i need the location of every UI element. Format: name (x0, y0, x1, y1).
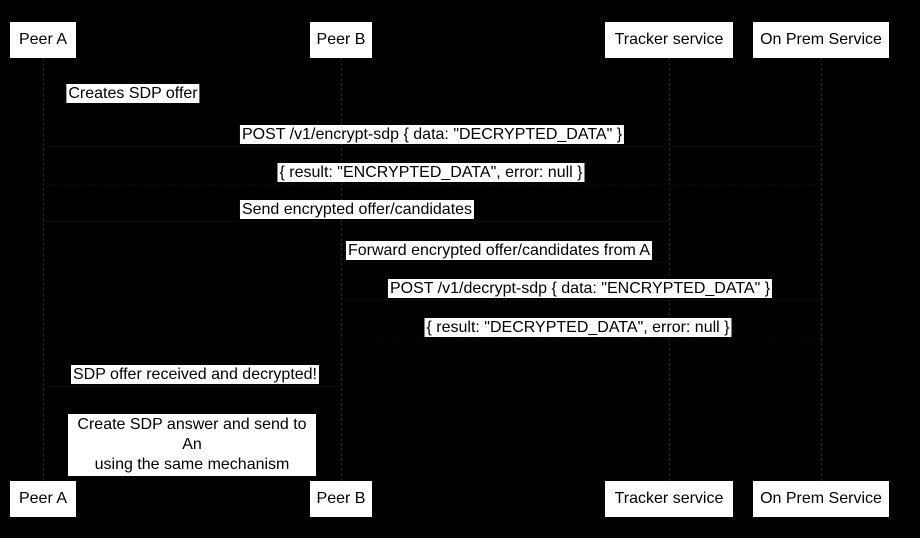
lifeline-onprem (821, 58, 822, 481)
message-decrypt-result: { result: "DECRYPTED_DATA", error: null … (424, 318, 732, 337)
message-offer-received: SDP offer received and decrypted! (71, 365, 319, 384)
arrow-encrypt-request (43, 146, 821, 147)
actor-peer-b-bottom: Peer B (310, 481, 372, 517)
message-encrypt-result: { result: "ENCRYPTED_DATA", error: null … (277, 163, 585, 182)
message-send-encrypted: Send encrypted offer/candidates (239, 200, 475, 219)
lifeline-peer-b (341, 58, 342, 481)
actor-tracker-bottom: Tracker service (605, 481, 733, 517)
note-line-2: using the same mechanism (94, 456, 290, 473)
arrow-offer-received (43, 386, 341, 387)
arrow-forward (341, 262, 669, 263)
message-creates-sdp-offer: Creates SDP offer (66, 84, 200, 103)
message-post-decrypt-sdp: POST /v1/decrypt-sdp { data: "ENCRYPTED_… (387, 279, 773, 298)
lifeline-peer-a (43, 58, 44, 481)
message-forward-encrypted: Forward encrypted offer/candidates from … (345, 241, 653, 260)
arrow-send-encrypted (43, 221, 669, 222)
arrow-decrypt-request (341, 300, 821, 301)
lifeline-tracker (669, 58, 670, 481)
note-line-1: Create SDP answer and send to An (77, 416, 307, 453)
actor-peer-a-top: Peer A (10, 22, 76, 58)
arrow-decrypt-response (341, 339, 821, 340)
message-post-encrypt-sdp: POST /v1/encrypt-sdp { data: "DECRYPTED_… (239, 125, 625, 144)
actor-peer-b-top: Peer B (310, 22, 372, 58)
actor-tracker-top: Tracker service (605, 22, 733, 58)
note-create-sdp-answer: Create SDP answer and send to An using t… (68, 414, 316, 476)
actor-peer-a-bottom: Peer A (10, 481, 76, 517)
actor-onprem-bottom: On Prem Service (753, 481, 889, 517)
actor-onprem-top: On Prem Service (753, 22, 889, 58)
arrow-encrypt-response (43, 184, 821, 185)
